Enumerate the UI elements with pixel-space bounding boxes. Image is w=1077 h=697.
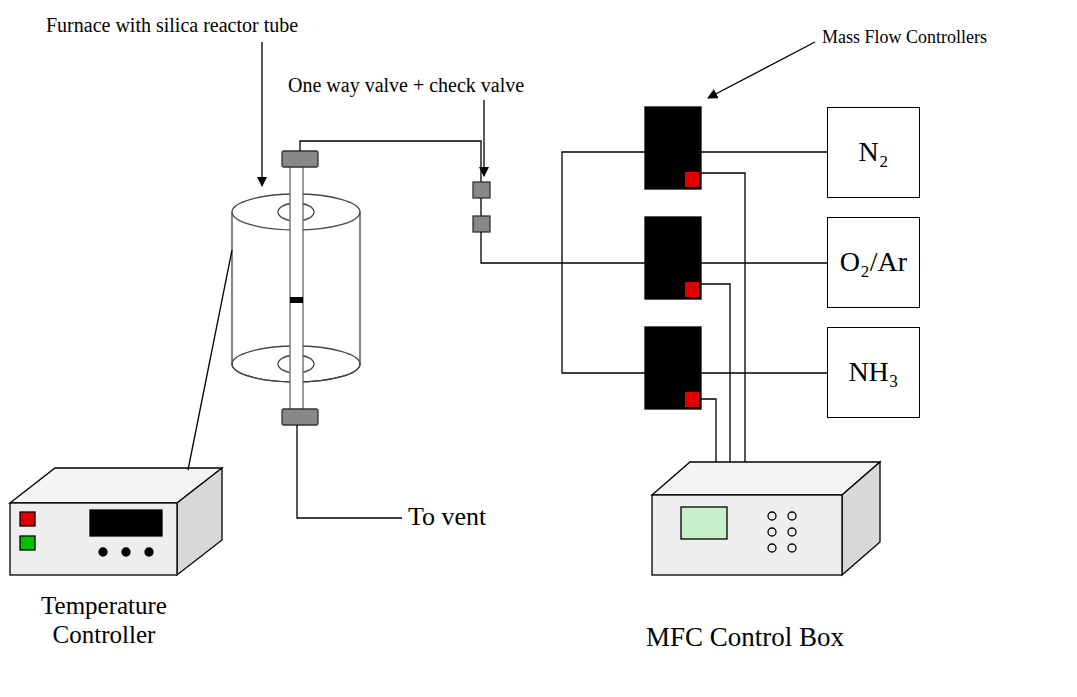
gas-cylinder: N₂: [827, 107, 920, 198]
signal-wire: [699, 173, 745, 462]
leader-arrow: [708, 42, 815, 98]
gas-line: [701, 151, 827, 152]
callout-label: Furnace with silica reactor tube: [46, 14, 298, 37]
gas-name: NH₃: [848, 357, 898, 388]
callout-label: One way valve + check valve: [288, 74, 524, 97]
gas-cylinder: O₂/Ar: [827, 217, 920, 308]
callout-label: Mass Flow Controllers: [822, 27, 987, 48]
mass-flow-controller: [645, 107, 701, 189]
temperature-controller: [10, 468, 222, 575]
thermocouple-wire: [188, 250, 232, 470]
gas-line: [481, 232, 645, 263]
signal-wire: [699, 284, 730, 462]
mass-flow-controller: [645, 217, 701, 299]
gas-line: [300, 141, 481, 182]
tube-fitting: [282, 409, 318, 425]
vent-line: [297, 425, 402, 518]
gas-line: [562, 152, 645, 373]
gas-name: O₂/Ar: [840, 247, 907, 278]
callout-label: MFC Control Box: [646, 622, 844, 653]
leader-arrow: [483, 100, 484, 176]
silica-tube: [290, 166, 303, 410]
callout-label: To vent: [408, 502, 486, 532]
tube-fitting: [282, 151, 318, 167]
gas-line: [480, 198, 481, 216]
gas-line: [701, 262, 827, 263]
callout-label: Temperature Controller: [4, 592, 204, 650]
one-way-valve: [473, 182, 490, 198]
mfc-control-box: [652, 462, 880, 575]
gas-line: [701, 372, 827, 373]
check-valve: [473, 216, 490, 232]
mass-flow-controller: [645, 327, 701, 409]
gas-cylinder: NH₃: [827, 327, 920, 418]
gas-name: N₂: [859, 137, 889, 168]
sample: [290, 297, 303, 303]
leader-arrow: [261, 42, 262, 186]
signal-wire: [699, 399, 716, 462]
